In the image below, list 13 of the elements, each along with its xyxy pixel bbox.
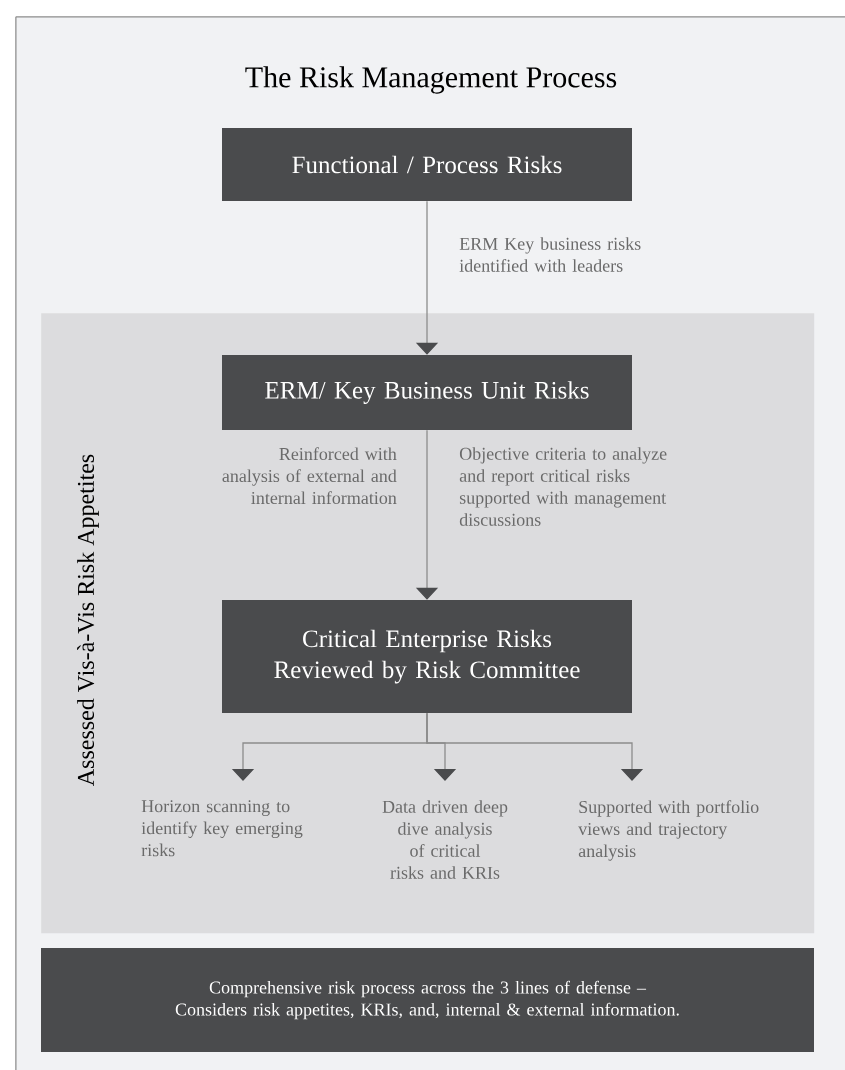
edge-label: ERM Key business risks identified with leaders: [459, 237, 641, 272]
summary-banner: Comprehensive risk process across the 3 lines of defense – Considers risk appetites, KRIs, and, internal & external information.: [41, 948, 814, 1052]
outcome-text: Data driven deep dive analysis of critical risks and KRIs: [382, 800, 508, 879]
title: The Risk Management Process: [245, 66, 617, 94]
process-box: Critical Enterprise Risks Reviewed by Risk Committee: [222, 600, 632, 713]
process-box: Functional / Process Risks: [222, 128, 632, 201]
annotation: Reinforced with analysis of external and internal information: [222, 447, 397, 505]
outcome-text: Horizon scanning to identify key emerging risks: [141, 800, 303, 857]
outcome-text: Supported with portfolio views and trajectory analysis: [578, 800, 759, 861]
arrow: [426, 712, 644, 781]
edge-label: Objective criteria to analyze and report critical risks supported with management discussions: [459, 447, 667, 526]
side-heading: Assessed Vis-à-Vis Risk Appetites: [77, 454, 99, 786]
process-box: ERM/ Key Business Unit Risks: [222, 355, 632, 430]
